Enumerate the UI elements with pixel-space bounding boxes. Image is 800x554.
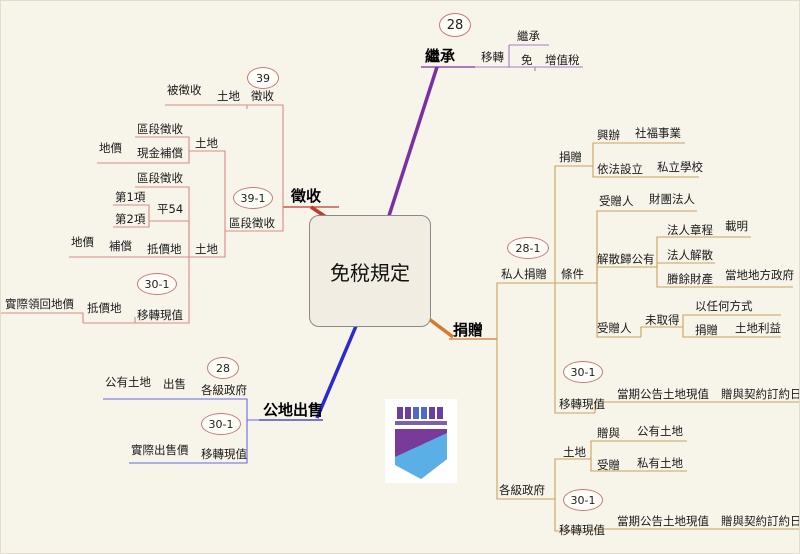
article-39-1-badge: 39-1 [233, 187, 273, 209]
donate-not-obtain[interactable]: 未取得 [645, 313, 680, 327]
donate-donee[interactable]: 受贈人 [599, 194, 634, 208]
levy-zone-levy[interactable]: 區段徵收 [229, 216, 275, 230]
article-28-1-badge: 28-1 [507, 237, 549, 259]
levy-comp[interactable]: 補償 [109, 239, 132, 253]
donate-legal-setup[interactable]: 依法設立 [597, 162, 643, 176]
levy-land-price-a[interactable]: 地價 [99, 141, 122, 155]
levy-cash-comp[interactable]: 現金補償 [137, 146, 183, 160]
levy-title[interactable]: 徵收 [291, 187, 322, 205]
levy-item2[interactable]: 第2項 [115, 212, 146, 226]
sale-title[interactable]: 公地出售 [263, 401, 324, 419]
levy-item1[interactable]: 第1項 [115, 190, 146, 204]
donate-transfer-value-b[interactable]: 移轉現值 [559, 523, 605, 537]
donate-contract-day-b[interactable]: 贈與契約訂約日 [721, 514, 800, 528]
levy-expropriated[interactable]: 被徵收 [167, 83, 202, 97]
donate-charter[interactable]: 法人章程 [667, 223, 713, 237]
donate-condition[interactable]: 條件 [561, 267, 584, 281]
donate-receive[interactable]: 受贈 [597, 458, 620, 472]
donate-land-benefit[interactable]: 土地利益 [735, 321, 781, 335]
logo-shield-icon [385, 399, 457, 483]
donate-local-gov[interactable]: 當地地方政府 [725, 268, 794, 282]
article-30-1-badge-donate-a: 30-1 [563, 361, 603, 383]
inherit-exempt[interactable]: 免 [521, 53, 533, 67]
inherit-item[interactable]: 繼承 [517, 29, 540, 43]
article-30-1-badge-donate-b: 30-1 [563, 489, 603, 511]
sale-public-land[interactable]: 公有土地 [105, 375, 151, 389]
donate-title[interactable]: 捐贈 [453, 321, 484, 339]
donate-announced-b[interactable]: 當期公告土地現值 [617, 514, 709, 528]
donate-welfare[interactable]: 社福事業 [635, 126, 681, 140]
article-28-badge-sale: 28 [207, 357, 239, 379]
inherit-transfer[interactable]: 移轉 [481, 50, 504, 64]
donate-land[interactable]: 土地 [563, 445, 586, 459]
donate-any-means[interactable]: 以任何方式 [695, 299, 753, 313]
levy-flat54[interactable]: 平54 [157, 202, 184, 216]
levy-land-price-b[interactable]: 地價 [71, 235, 94, 249]
branch-sale [315, 318, 361, 419]
article-30-1-badge-sale: 30-1 [201, 413, 241, 435]
levy-transfer-value[interactable]: 移轉現值 [137, 308, 183, 322]
donate-stated[interactable]: 載明 [725, 219, 748, 233]
levy-actual-refund[interactable]: 實際領回地價 [5, 297, 74, 311]
article-39-badge: 39 [247, 67, 279, 89]
sale-actual-price[interactable]: 實際出售價 [131, 443, 189, 457]
donate-announced-a[interactable]: 當期公告土地現值 [617, 387, 709, 401]
levy-land2[interactable]: 土地 [195, 136, 218, 150]
levy-levy1[interactable]: 徵收 [251, 89, 274, 103]
donate-donee2[interactable]: 受贈人 [597, 321, 632, 335]
donate-private-school[interactable]: 私立學校 [657, 160, 703, 174]
levy-zone-levy-b[interactable]: 區段徵收 [137, 171, 183, 185]
donate-private-land[interactable]: 私有土地 [637, 456, 683, 470]
levy-offset-land2[interactable]: 抵價地 [87, 301, 122, 315]
donate-foundation[interactable]: 財團法人 [649, 192, 695, 206]
branch-inherit [384, 66, 439, 226]
donate-transfer-value-a[interactable]: 移轉現值 [559, 397, 605, 411]
levy-land1[interactable]: 土地 [217, 89, 240, 103]
donate-private[interactable]: 私人捐贈 [501, 267, 547, 281]
center-node[interactable]: 免稅規定 [309, 215, 431, 327]
donate-gift2[interactable]: 捐贈 [695, 323, 718, 337]
levy-zone-levy-a[interactable]: 區段徵收 [137, 122, 183, 136]
donate-dissolve-public[interactable]: 解散歸公有 [597, 252, 655, 266]
inherit-title[interactable]: 繼承 [425, 47, 456, 65]
levy-offset-land[interactable]: 抵價地 [147, 242, 182, 256]
sale-gov[interactable]: 各級政府 [201, 383, 247, 397]
donate-residual[interactable]: 賸餘財產 [667, 272, 713, 286]
sale-transfer-value[interactable]: 移轉現值 [201, 447, 247, 461]
sale-sell[interactable]: 出售 [163, 377, 186, 391]
donate-contract-day-a[interactable]: 贈與契約訂約日 [721, 387, 800, 401]
donate-gov-levels[interactable]: 各級政府 [499, 483, 545, 497]
donate-establish[interactable]: 興辦 [597, 128, 620, 142]
inherit-vat[interactable]: 增值稅 [545, 53, 580, 67]
donate-dissolve[interactable]: 法人解散 [667, 248, 713, 262]
donate-gift[interactable]: 捐贈 [559, 150, 582, 164]
donate-public-land[interactable]: 公有土地 [637, 424, 683, 438]
donate-give[interactable]: 贈與 [597, 426, 620, 440]
levy-land3[interactable]: 土地 [195, 242, 218, 256]
article-30-1-badge-levy: 30-1 [137, 273, 177, 295]
article-28-badge-inherit: 28 [439, 13, 471, 37]
